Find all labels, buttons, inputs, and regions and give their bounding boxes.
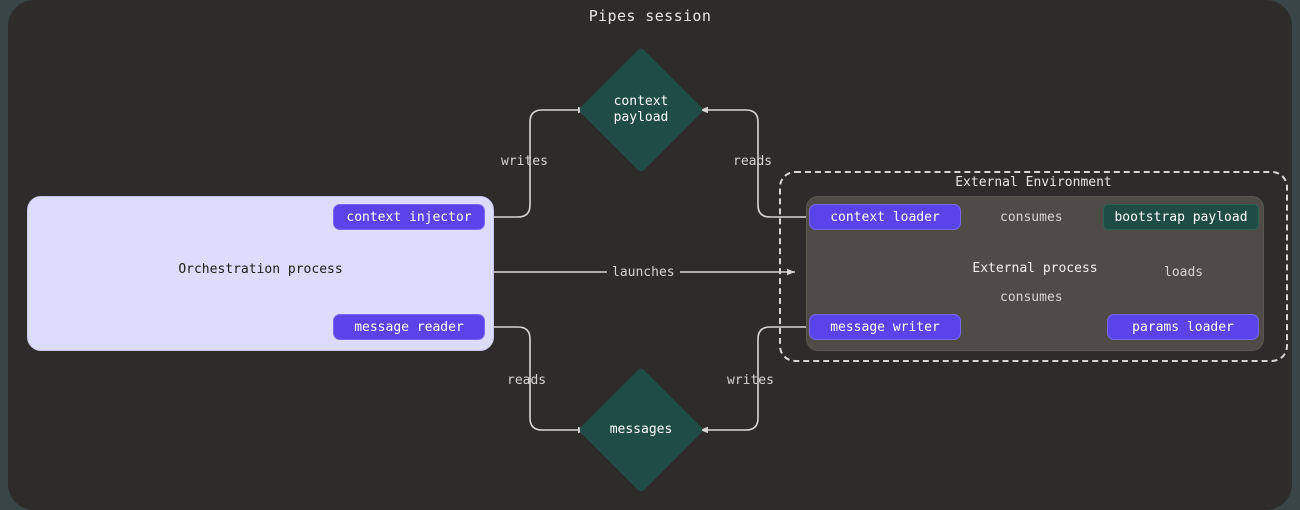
node-context-payload[interactable]: context payload: [578, 47, 704, 173]
page-title: Pipes session: [588, 7, 712, 25]
node-message-writer[interactable]: message writer: [809, 314, 961, 340]
cluster-external-environment-label: External Environment: [955, 175, 1112, 190]
node-params-loader[interactable]: params loader: [1107, 314, 1259, 340]
edge-writes-messages: [700, 326, 806, 434]
edge-label-writes-context: writes: [501, 154, 548, 169]
edge-label-writes-messages: writes: [727, 373, 774, 388]
edge-label-consumes-context-loader: consumes: [996, 210, 1067, 225]
cluster-orchestration-label: Orchestration process: [178, 262, 343, 277]
node-message-reader[interactable]: message reader: [333, 314, 485, 340]
context-payload-label: context payload: [613, 94, 669, 125]
cluster-external-environment: [779, 171, 1288, 362]
edge-label-launches: launches: [607, 265, 680, 280]
edge-label-reads-messages: reads: [507, 373, 547, 388]
edge-label-loads: loads: [1160, 265, 1208, 280]
messages-label: messages: [609, 422, 673, 437]
node-messages[interactable]: messages: [578, 367, 704, 493]
node-context-loader[interactable]: context loader: [809, 204, 961, 230]
edge-reads-messages: [485, 326, 586, 434]
edge-label-consumes-message-writer: consumes: [996, 290, 1067, 305]
node-bootstrap-payload[interactable]: bootstrap payload: [1103, 204, 1259, 230]
edge-label-reads-context: reads: [733, 154, 773, 169]
edge-writes-context: [485, 106, 586, 218]
edge-reads-context: [700, 106, 806, 218]
node-context-injector[interactable]: context injector: [333, 204, 485, 230]
cluster-external-process-label: External process: [972, 261, 1098, 276]
